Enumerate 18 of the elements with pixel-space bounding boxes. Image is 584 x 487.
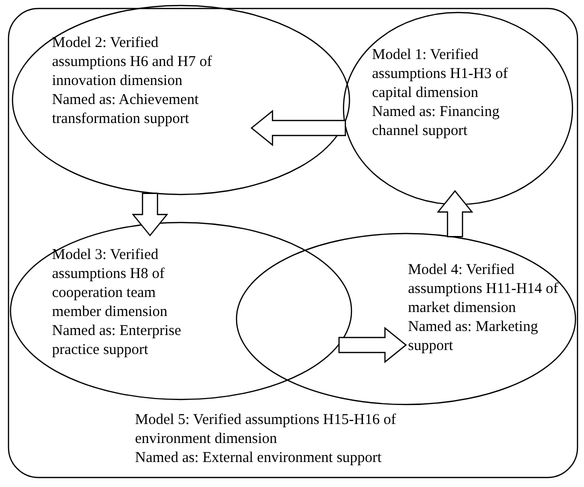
- model-name: Named as: Achievement transformation support: [52, 91, 200, 129]
- ellipse-region: [236, 233, 576, 405]
- ellipse-region: [343, 12, 573, 205]
- model-name: Named as: Financing channel support: [372, 103, 500, 141]
- model-name: Named as: External environment support: [135, 449, 383, 468]
- block-arrow: [250, 110, 346, 146]
- model-description: Model 3: Verified assumptions H8 of cooperation team member dimension: [52, 246, 168, 322]
- model-description: Model 5: Verified assumptions H15-H16 of environment dimension: [135, 411, 397, 449]
- model-name: Named as: Enterprise practice support: [52, 322, 182, 360]
- block-arrow: [338, 326, 407, 364]
- ellipse-region: [12, 5, 350, 195]
- model-description: Model 1: Verified assumptions H1-H3 of capital dimension: [372, 46, 509, 103]
- model-description: Model 2: Verified assumptions H6 and H7 of innovation dimension: [52, 34, 213, 91]
- block-arrow: [436, 190, 474, 238]
- model-description: Model 4: Verified assumptions H11-H14 of market dimension: [408, 261, 560, 318]
- ellipse-region: [10, 222, 352, 400]
- block-arrow: [132, 192, 168, 236]
- model-name: Named as: Marketing support: [408, 318, 539, 356]
